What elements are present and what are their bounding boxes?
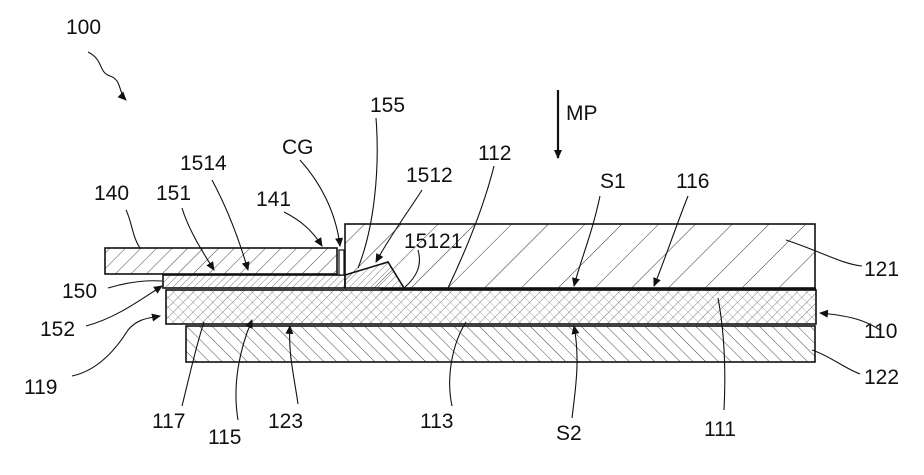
- label-123: 123: [268, 410, 303, 433]
- label-111: 111: [704, 418, 736, 441]
- label-113: 113: [420, 410, 453, 433]
- label-122: 122: [864, 366, 899, 389]
- label-15121: 15121: [404, 230, 462, 253]
- label-s2: S2: [556, 422, 582, 445]
- label-mp: MP: [566, 102, 598, 125]
- label-152: 152: [40, 318, 75, 341]
- layer-150: [163, 275, 345, 288]
- label-1514: 1514: [180, 152, 227, 175]
- layer-110: [166, 290, 816, 324]
- label-119: 119: [24, 376, 57, 399]
- gap-cg-element: [339, 250, 344, 275]
- label-116: 116: [676, 170, 709, 193]
- label-151: 151: [156, 182, 191, 205]
- label-121: 121: [864, 258, 899, 281]
- label-117: 117: [152, 410, 185, 433]
- label-100: 100: [66, 16, 101, 39]
- label-141: 141: [256, 188, 291, 211]
- label-112: 112: [478, 142, 511, 165]
- label-1512: 1512: [406, 164, 453, 187]
- label-155: 155: [370, 94, 405, 117]
- label-s1: S1: [600, 170, 626, 193]
- label-110: 110: [864, 320, 897, 343]
- label-115: 115: [208, 426, 241, 449]
- layer-140: [105, 248, 337, 274]
- label-cg: CG: [282, 136, 314, 159]
- layer-122: [186, 326, 815, 362]
- label-140: 140: [94, 182, 129, 205]
- label-150: 150: [62, 280, 97, 303]
